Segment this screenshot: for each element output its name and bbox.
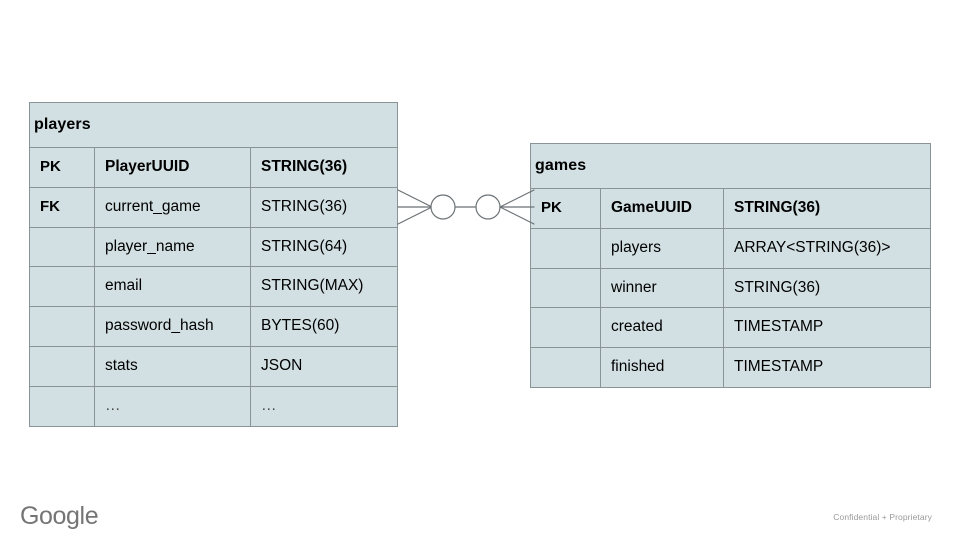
row-field-type: STRING(MAX) [250, 267, 397, 307]
row-field-name: email [94, 267, 250, 307]
row-field-type: BYTES(60) [250, 307, 397, 347]
table-row[interactable]: player_name STRING(64) [30, 226, 397, 267]
table-row[interactable]: password_hash BYTES(60) [30, 306, 397, 347]
row-field-type: STRING(36) [723, 268, 930, 308]
row-field-name: finished [600, 348, 723, 388]
row-field-name: PlayerUUID [94, 148, 250, 187]
table-row[interactable]: created TIMESTAMP [531, 307, 930, 348]
row-key-badge [531, 229, 600, 268]
row-key-badge: FK [40, 198, 60, 216]
entity-title-games: games [535, 157, 587, 174]
row-key-badge [30, 228, 94, 267]
row-field-type: STRING(36) [250, 148, 397, 187]
table-row[interactable]: email STRING(MAX) [30, 266, 397, 307]
row-field-type: TIMESTAMP [723, 308, 930, 348]
entity-header-row: players [30, 103, 397, 147]
row-field-type: STRING(64) [250, 227, 397, 267]
row-field-name: GameUUID [600, 189, 723, 228]
table-row[interactable]: winner STRING(36) [531, 267, 930, 308]
row-field-type: JSON [250, 347, 397, 386]
entity-header-row: games [531, 144, 930, 188]
row-field-type: … [250, 386, 397, 426]
row-key-badge [30, 387, 94, 426]
row-key-badge: PK [40, 158, 61, 176]
row-key-badge [30, 307, 94, 346]
row-field-type: STRING(36) [250, 187, 397, 227]
entity-title-players: players [34, 116, 91, 133]
row-field-name: players [600, 228, 723, 268]
crows-foot-relationship-icon [397, 189, 535, 225]
row-field-name: current_game [94, 187, 250, 227]
row-key-badge [531, 348, 600, 387]
table-row[interactable]: finished TIMESTAMP [531, 347, 930, 388]
google-logo: Google [20, 502, 99, 530]
row-field-name: stats [94, 347, 250, 386]
table-row[interactable]: PK PlayerUUID STRING(36) [30, 147, 397, 187]
row-field-name: created [600, 308, 723, 348]
row-field-type: STRING(36) [723, 189, 930, 228]
row-key-badge [531, 308, 600, 347]
table-row[interactable]: stats JSON [30, 346, 397, 386]
row-field-name: player_name [94, 227, 250, 267]
row-field-type: ARRAY<STRING(36)> [723, 228, 930, 268]
row-field-name: password_hash [94, 307, 250, 347]
table-row[interactable]: … … [30, 385, 397, 426]
table-row[interactable]: PK GameUUID STRING(36) [531, 188, 930, 228]
confidentiality-note: Confidential + Proprietary [833, 512, 932, 522]
table-row[interactable]: players ARRAY<STRING(36)> [531, 227, 930, 268]
entity-table-players[interactable]: players PK PlayerUUID STRING(36) FK curr… [29, 102, 398, 427]
row-field-name: winner [600, 268, 723, 308]
table-row[interactable]: FK current_game STRING(36) [30, 186, 397, 227]
row-key-badge: PK [541, 199, 562, 217]
row-field-name: … [94, 386, 250, 426]
row-key-badge [30, 347, 94, 386]
row-field-type: TIMESTAMP [723, 348, 930, 388]
row-key-badge [531, 269, 600, 308]
row-key-badge [30, 267, 94, 306]
entity-table-games[interactable]: games PK GameUUID STRING(36) players ARR… [530, 143, 931, 389]
